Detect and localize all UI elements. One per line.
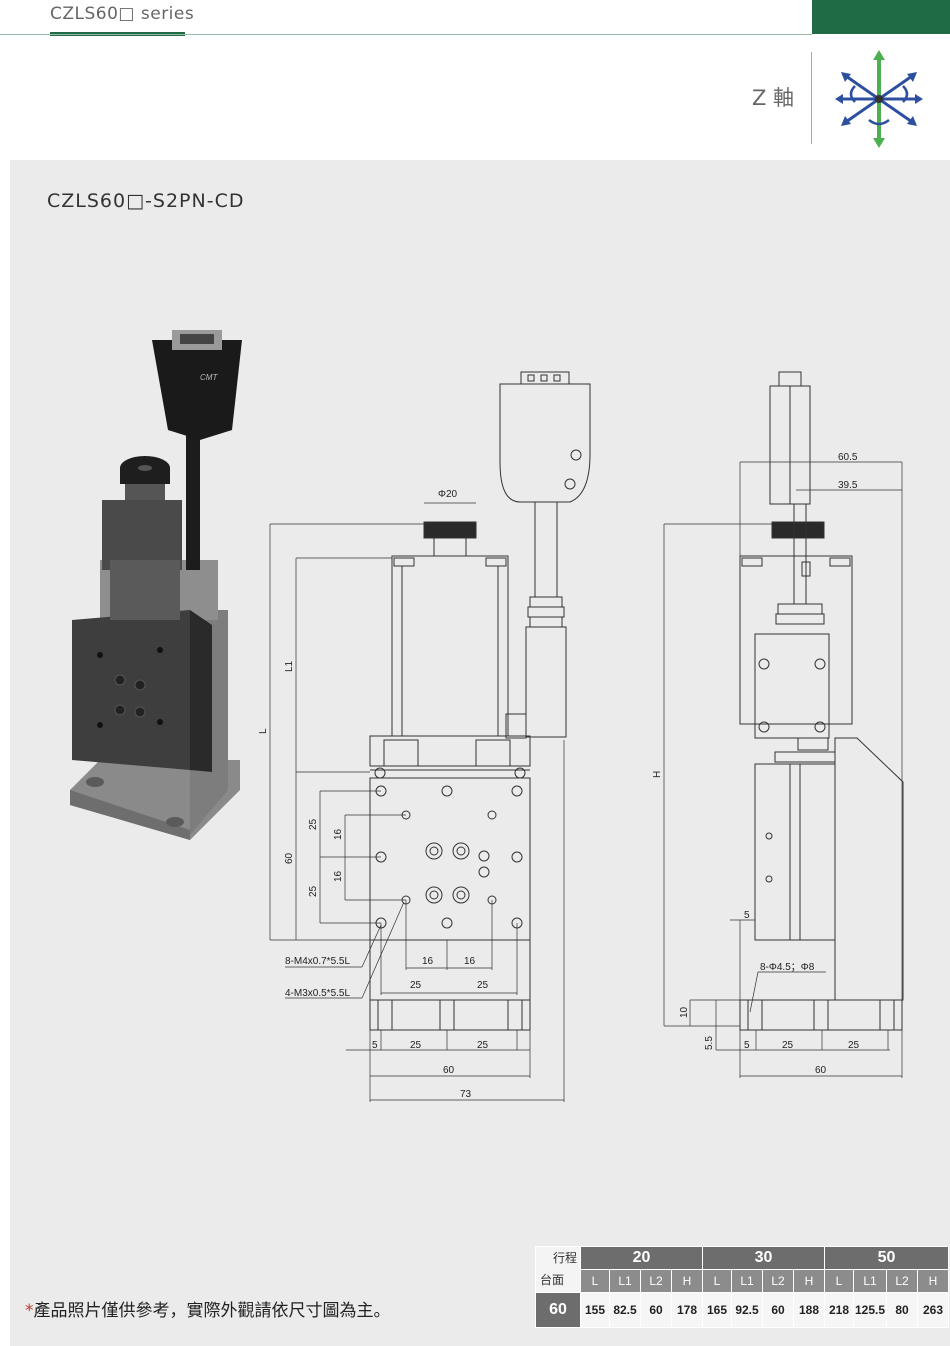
axis-separator [811,52,812,144]
dim-25-h2: 25 [477,980,489,991]
table-cell: 263 [917,1292,949,1328]
table-cell: 60 [640,1292,672,1328]
spec-table: 行程 台面 20 30 50 L L1 L2 H L L1 L2 H L L1 … [535,1246,949,1328]
col-L2: L2 [762,1269,794,1293]
dim-25-side-2: 25 [848,1040,860,1051]
note-text: 產品照片僅供參考，實際外觀請依尺寸圖為主。 [33,1301,391,1321]
col-L1: L1 [609,1269,641,1293]
table-cell: 218 [824,1292,854,1328]
header-accent-bar [812,0,950,34]
dim-60-5: 60.5 [838,452,858,463]
col-L: L [580,1269,610,1293]
dim-16-lower: 16 [333,870,344,882]
table-cell: 92.5 [731,1292,763,1328]
dim-5-side: 5 [744,910,750,921]
dim-5-bottom: 5 [372,1040,378,1051]
svg-text:CMT: CMT [200,373,218,382]
stroke-group-30: 30 [702,1246,825,1270]
col-H: H [671,1269,703,1293]
dim-60-bottom: 60 [443,1065,455,1076]
thread-spec-m3: 4-M3x0.5*5.5L [285,988,350,999]
side-view-dimensions [663,461,903,1078]
series-title: CZLS60□ series [50,4,195,24]
front-view-dimensions [269,502,565,1102]
xyz-axis-arrows-icon [835,50,923,148]
col-H: H [793,1269,825,1293]
col-L2: L2 [640,1269,672,1293]
header-divider [0,34,812,35]
col-L: L [824,1269,854,1293]
dim-5-side-bottom: 5 [744,1040,750,1051]
dim-25-side-1: 25 [782,1040,794,1051]
stroke-group-20: 20 [580,1246,703,1270]
dim-L1: L1 [284,660,295,672]
mount-holes-spec: 8-Φ4.5；Φ8 [760,962,815,973]
dim-L: L [258,728,269,734]
thread-spec-m4: 8-M4x0.7*5.5L [285,956,350,967]
model-name: CZLS60□-S2PN-CD [47,190,245,212]
front-view [369,371,591,1031]
table-cell: 125.5 [853,1292,887,1328]
dim-16-h2: 16 [464,956,476,967]
col-L2: L2 [886,1269,918,1293]
col-H: H [917,1269,949,1293]
table-size-label: 台面 [540,1273,565,1287]
col-L1: L1 [853,1269,887,1293]
note-asterisk: * [25,1301,34,1321]
dim-H: H [652,771,663,778]
dim-60-side-bottom: 60 [815,1065,827,1076]
side-view [739,371,904,1031]
col-L1: L1 [731,1269,763,1293]
col-L: L [702,1269,732,1293]
axis-label: Z 軸 [752,86,795,110]
dim-16-upper: 16 [333,828,344,840]
table-cell: 60 [762,1292,794,1328]
dim-25-bottom-1: 25 [410,1040,422,1051]
photo-disclaimer-note: *產品照片僅供參考，實際外觀請依尺寸圖為主。 [25,1296,391,1321]
dim-10-side: 10 [679,1006,690,1018]
dim-25-lower: 25 [308,885,319,897]
dim-39-5: 39.5 [838,480,858,491]
table-cell: 80 [886,1292,918,1328]
stroke-group-50: 50 [824,1246,949,1270]
stroke-label: 行程 [552,1251,577,1265]
product-photo: CMT [70,330,242,840]
dim-16-h1: 16 [422,956,434,967]
dim-60-vertical: 60 [284,852,295,864]
spec-table-corner: 行程 台面 [535,1246,581,1293]
table-cell: 178 [671,1292,703,1328]
dim-25-upper: 25 [308,818,319,830]
row-label-60: 60 [535,1292,581,1328]
dim-25-h1: 25 [410,980,422,991]
table-cell: 82.5 [609,1292,641,1328]
table-cell: 188 [793,1292,825,1328]
dim-phi20: Φ20 [438,489,458,500]
dim-25-bottom-2: 25 [477,1040,489,1051]
table-cell: 155 [580,1292,610,1328]
dim-73-bottom: 73 [460,1089,472,1100]
dim-5-5-side: 5.5 [704,1036,715,1050]
table-cell: 165 [702,1292,732,1328]
